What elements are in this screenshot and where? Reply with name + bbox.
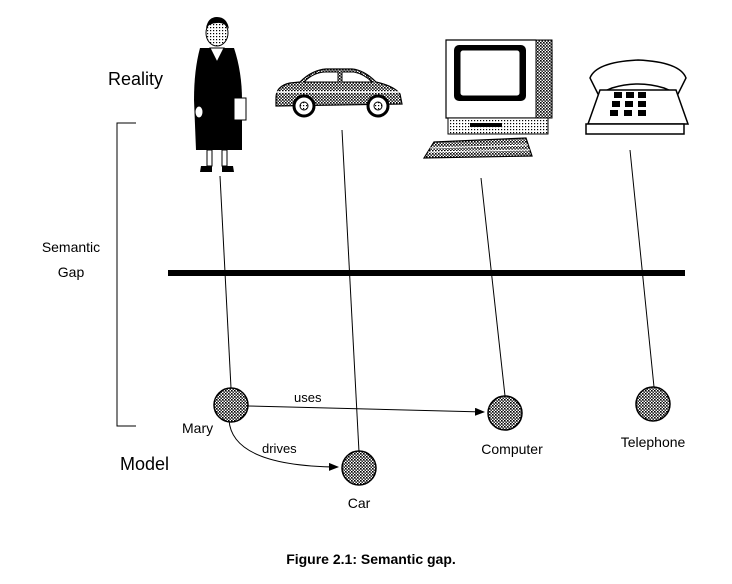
computer-icon xyxy=(422,39,553,159)
computer-label: Computer xyxy=(481,441,543,457)
mary-node xyxy=(213,387,249,423)
telephone-node xyxy=(635,386,671,422)
mary-label: Mary xyxy=(182,420,213,436)
telephone-label: Telephone xyxy=(621,434,686,450)
drives-label: drives xyxy=(262,441,297,456)
car-label: Car xyxy=(348,495,371,511)
uses-edge xyxy=(247,405,485,416)
car-icon xyxy=(275,68,403,118)
telephone-icon xyxy=(585,59,690,135)
computer-connector xyxy=(480,177,506,397)
computer-node xyxy=(487,395,523,431)
car-connector xyxy=(341,129,360,453)
woman-icon xyxy=(194,17,247,172)
gap-bracket xyxy=(116,122,136,427)
car-node xyxy=(341,450,377,486)
telephone-connector xyxy=(629,149,655,388)
model-label: Model xyxy=(120,454,169,474)
figure-caption: Figure 2.1: Semantic gap. xyxy=(286,551,456,567)
uses-label: uses xyxy=(294,390,322,405)
drives-edge xyxy=(228,419,339,471)
gap-label: Gap xyxy=(58,264,85,280)
reality-label: Reality xyxy=(108,69,163,89)
mary-connector xyxy=(219,175,232,389)
semantic-label: Semantic xyxy=(42,239,100,255)
